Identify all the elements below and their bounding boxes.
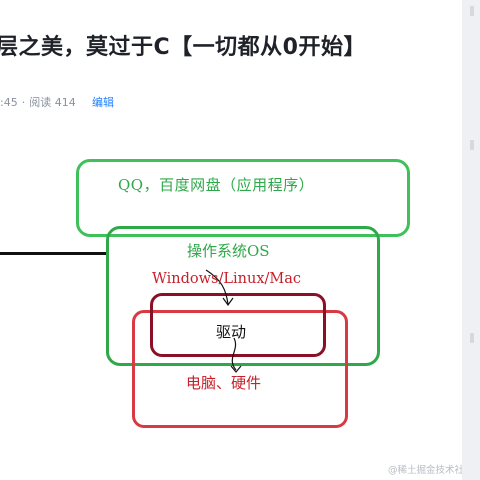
driver-layer-box [150,293,326,357]
arrow-os-to-driver-head [222,297,234,307]
read-count: 阅读 414 [29,96,76,109]
os-examples-label: Windows/Linux/Mac [152,271,301,287]
arrow-driver-to-hw [231,337,237,371]
edit-link[interactable]: 编辑 [92,96,114,109]
driver-layer-label: 驱动 [216,323,247,341]
diagram-arrows [205,269,242,373]
hardware-layer-box [132,310,348,428]
arrow-os-to-driver [205,269,229,305]
os-layer-box [106,226,380,366]
arrow-driver-to-hw-head [230,365,242,373]
article-meta: :45·阅读 414 [0,94,76,110]
left-connector-line [0,252,108,255]
page-scrollbar[interactable] [462,0,480,480]
os-layer-label: 操作系统OS [187,242,270,260]
publish-time: :45 [0,96,18,109]
application-layer-box [76,159,410,237]
article-title: 层之美，莫过于C【一切都从0开始】 [0,35,366,60]
meta-separator: · [21,96,26,109]
site-watermark: @稀土掘金技术社区 [388,465,474,476]
scroll-thumb[interactable] [470,6,474,16]
architecture-diagram: QQ，百度网盘（应用程序） 操作系统OS Windows/Linux/Mac 驱… [0,148,462,448]
hardware-layer-label: 电脑、硬件 [186,374,262,392]
application-layer-label: QQ，百度网盘（应用程序） [118,176,315,194]
scroll-marker [470,333,474,343]
scroll-marker [470,140,474,150]
